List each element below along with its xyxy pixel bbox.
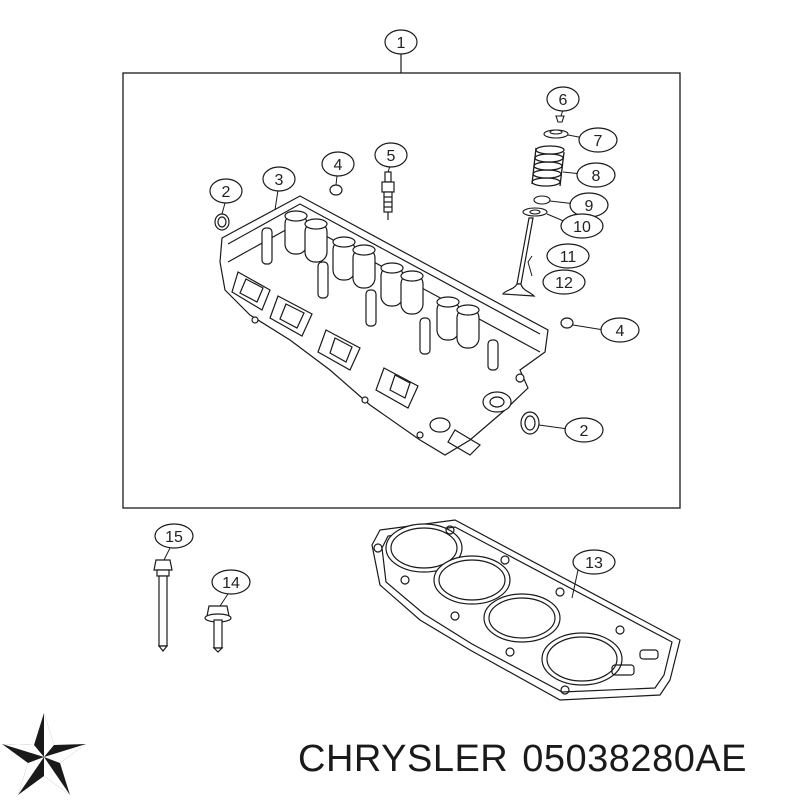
callout-c2b: 2 [564, 417, 604, 443]
callout-number: 4 [616, 323, 625, 340]
callout-circle [572, 549, 616, 575]
callout-c4b: 4 [600, 317, 640, 343]
callout-number: 7 [594, 133, 603, 150]
part-number: 05038280AE [522, 738, 748, 780]
valve-keepers [555, 115, 565, 123]
callout-c5: 5 [374, 142, 408, 168]
head-bolt-pegs [261, 227, 499, 371]
callout-number: 14 [222, 575, 240, 592]
callout-c14: 14 [211, 569, 251, 595]
callout-number: 6 [559, 92, 568, 109]
head-bolt-short [204, 605, 232, 653]
callout-number: 15 [165, 529, 183, 546]
cylinder-head [219, 195, 549, 456]
callout-number: 3 [275, 172, 284, 189]
callout-circle [374, 142, 408, 168]
callout-circle [542, 269, 586, 295]
callout-c11: 11 [546, 243, 590, 269]
callout-circle [564, 417, 604, 443]
callout-circle [321, 151, 355, 177]
callout-c12: 12 [542, 269, 586, 295]
callout-c10: 10 [560, 213, 604, 239]
callout-c2a: 2 [209, 178, 243, 204]
callout-number: 2 [222, 184, 231, 201]
valve [502, 217, 536, 297]
callout-number: 9 [585, 198, 594, 215]
callout-number: 10 [573, 219, 591, 236]
valve-stem-seal [533, 195, 551, 205]
callout-number: 1 [397, 35, 406, 52]
callout-number: 12 [555, 275, 573, 292]
spring-seat [522, 207, 548, 217]
cup-plug-lower [520, 411, 540, 435]
callout-circle [211, 569, 251, 595]
callout-circle [546, 86, 580, 112]
callout-circle [600, 317, 640, 343]
callout-c6: 6 [546, 86, 580, 112]
callout-c7: 7 [578, 127, 618, 153]
callout-number: 5 [387, 148, 396, 165]
head-bolt-long [153, 559, 173, 652]
pentastar-logo-icon [2, 713, 86, 795]
callout-number: 8 [592, 168, 601, 185]
callout-circle [384, 29, 418, 55]
nut-lower [560, 317, 574, 329]
callout-circle [154, 523, 194, 549]
callout-c9: 9 [569, 192, 609, 218]
valve-retainer [543, 129, 569, 139]
nut-upper [329, 184, 343, 196]
callout-c3: 3 [262, 166, 296, 192]
callout-c4a: 4 [321, 151, 355, 177]
brand-footer: CHRYSLER 05038280AE [298, 738, 793, 781]
callout-number: 13 [585, 555, 603, 572]
callout-number: 2 [580, 423, 589, 440]
callout-c1: 1 [384, 29, 418, 55]
callout-circle [576, 162, 616, 188]
cup-plug-upper [214, 213, 230, 231]
callout-c15: 15 [154, 523, 194, 549]
brand-name: CHRYSLER [298, 738, 509, 780]
callout-number: 11 [560, 249, 577, 266]
callout-circle [560, 213, 604, 239]
callout-circle [578, 127, 618, 153]
valve-spring [531, 145, 565, 187]
callout-number: 4 [334, 157, 343, 174]
callout-circle [209, 178, 243, 204]
spark-plug [381, 171, 395, 220]
callout-c8: 8 [576, 162, 616, 188]
callout-c13: 13 [572, 549, 616, 575]
head-gasket [371, 519, 681, 701]
callout-circle [262, 166, 296, 192]
callout-circle [546, 243, 590, 269]
cam-towers [284, 210, 480, 349]
